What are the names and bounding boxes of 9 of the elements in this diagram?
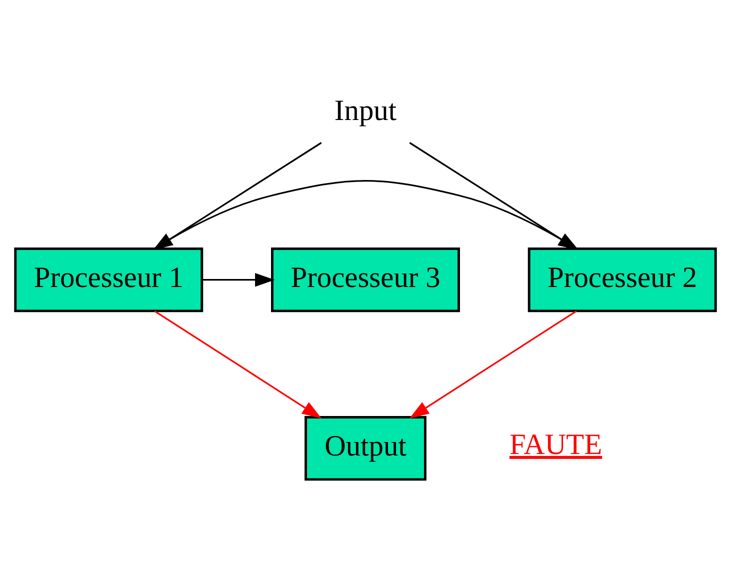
- node-text: Input: [334, 94, 397, 127]
- arrow: [202, 272, 275, 286]
- label: FAUTE: [509, 428, 602, 460]
- node-box: Processeur 1: [14, 247, 204, 312]
- node-box: Processeur 3: [271, 247, 460, 312]
- node-box: Output: [304, 416, 426, 480]
- arrow: [154, 310, 322, 418]
- arrow: [409, 310, 577, 418]
- node-box: Processeur 2: [528, 247, 717, 312]
